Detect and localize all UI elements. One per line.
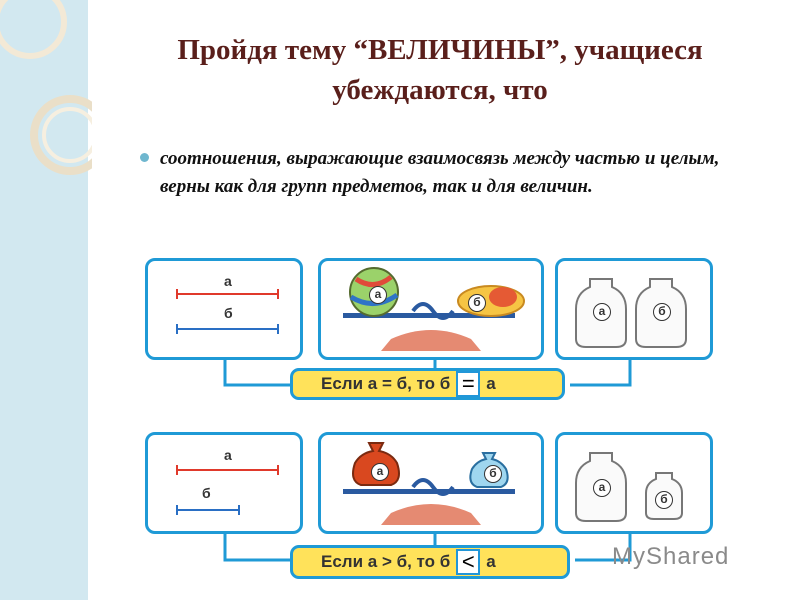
decorative-circles <box>0 0 92 175</box>
condition-text: Если а > б, то б <box>321 552 451 571</box>
segment-a-label: а <box>224 273 232 289</box>
ball-label: а <box>369 286 387 304</box>
bullet-icon <box>140 153 149 162</box>
jars-panel-row1: а б <box>555 258 713 360</box>
bag-a-label: а <box>371 463 389 481</box>
condition-row2: Если а > б, то б < а <box>290 545 570 579</box>
segment-b-label: б <box>202 485 211 501</box>
segment-a <box>176 289 279 299</box>
condition-text: Если а = б, то б <box>321 374 451 393</box>
segment-b-label: б <box>224 305 233 321</box>
jar-b-label: б <box>655 491 673 509</box>
fruit-label: б <box>468 294 486 312</box>
bullet-text: соотношения, выражающие взаимосвязь межд… <box>160 148 720 197</box>
condition-suffix: а <box>486 374 496 393</box>
scale-panel-row2: а б <box>318 432 544 534</box>
jar-a-label: а <box>593 479 611 497</box>
scale-panel-row1: а б <box>318 258 544 360</box>
sidebar-edge <box>88 0 92 600</box>
comparison-sign-box[interactable]: < <box>456 549 481 575</box>
jar-b-label: б <box>653 303 671 321</box>
segment-a-label: а <box>224 447 232 463</box>
segment-b <box>176 324 279 334</box>
jars-icon <box>575 452 683 522</box>
balance-scale-icon <box>343 267 525 351</box>
bag-b-label: б <box>484 465 502 483</box>
segment-a <box>176 465 279 475</box>
watermark-logo: MyShared <box>612 543 730 570</box>
segments-panel-row2: а б <box>145 432 303 534</box>
comparison-sign-box[interactable]: = <box>456 371 481 397</box>
jars-panel-row2: а б <box>555 432 713 534</box>
condition-row1: Если а = б, то б = а <box>290 368 565 400</box>
segment-b <box>176 505 240 515</box>
segments-panel-row1: а б <box>145 258 303 360</box>
jars-icon <box>575 278 687 348</box>
slide-title: Пройдя тему “ВЕЛИЧИНЫ”, учащиеся убеждаю… <box>177 34 703 106</box>
condition-suffix: а <box>486 552 496 571</box>
balance-scale-icon <box>343 442 515 525</box>
jar-a-label: а <box>593 303 611 321</box>
